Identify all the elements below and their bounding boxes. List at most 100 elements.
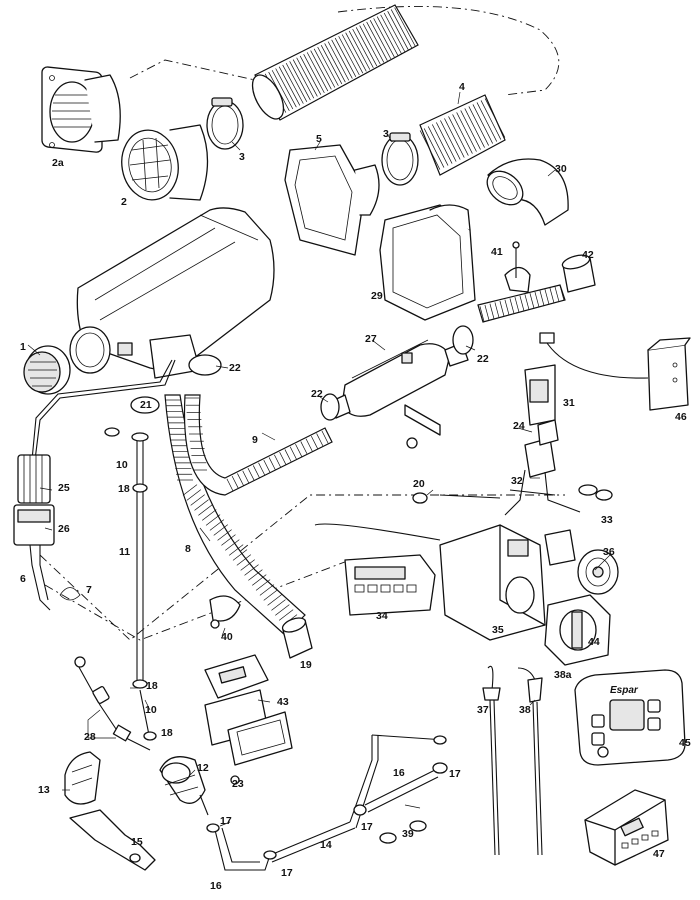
hose-rib — [310, 435, 318, 449]
hose-rib — [213, 524, 229, 536]
hose-rib — [190, 494, 205, 506]
hose-rib — [267, 594, 282, 606]
air-duct-long — [251, 4, 419, 121]
label-47: 47 — [653, 848, 665, 860]
label-42: 42 — [582, 249, 594, 261]
hose-rib — [274, 454, 281, 468]
hose-rib — [348, 30, 371, 70]
label-40: 40 — [221, 631, 233, 643]
hose-rib — [423, 128, 445, 168]
label-46: 46 — [675, 411, 687, 423]
hose-rib — [324, 43, 346, 83]
label-28: 28 — [84, 731, 96, 743]
hose-rib — [306, 52, 329, 92]
label-26: 26 — [58, 523, 70, 535]
hose-rib — [484, 98, 506, 138]
label-21: 21 — [140, 399, 152, 411]
hose-rib — [544, 289, 550, 305]
hose-rib — [317, 46, 339, 86]
combustion-air-hose — [477, 284, 566, 323]
pipe-bracket — [209, 595, 241, 629]
hose-rib — [284, 449, 292, 463]
pipe-clamp — [130, 325, 474, 421]
setpoint-knob — [544, 594, 611, 666]
hose-rib — [464, 108, 485, 148]
hose-rib — [248, 569, 263, 581]
hose-rib — [279, 451, 287, 465]
hose-rib — [519, 295, 525, 312]
label-18: 18 — [118, 483, 130, 495]
hose-rib — [252, 465, 260, 479]
label-3: 3 — [239, 151, 245, 163]
hose-rib — [479, 306, 485, 322]
outlet-grille-square — [41, 66, 121, 153]
grommet — [412, 492, 501, 504]
hose-rib — [484, 304, 490, 321]
label-18-second: 18 — [146, 680, 158, 692]
hose-rib — [456, 112, 477, 152]
hose-rib — [271, 599, 286, 611]
hose-rib — [228, 544, 244, 556]
hose-rib — [259, 584, 275, 596]
label-33: 33 — [601, 514, 613, 526]
wiring-harness — [13, 359, 176, 611]
hose-rib — [299, 55, 322, 95]
hose-rib — [271, 70, 294, 110]
digital-controller: Espar — [574, 669, 686, 766]
fuse-holder — [504, 364, 613, 516]
hose-rib — [263, 589, 279, 601]
hose-rib — [236, 554, 252, 566]
heater-unit — [69, 207, 275, 379]
hose-rib — [509, 298, 515, 314]
hose-rib — [383, 12, 406, 52]
hose-rib — [278, 66, 301, 106]
air-duct-short — [419, 94, 506, 176]
label-23: 23 — [232, 778, 244, 790]
hose-rib — [232, 549, 248, 561]
label-34: 34 — [376, 610, 388, 622]
hose-rib — [300, 441, 308, 455]
label-2a: 2a — [52, 157, 64, 169]
hose-rib — [529, 293, 535, 309]
control-box — [584, 789, 669, 866]
hose-rib — [313, 48, 336, 88]
label-17-fourth: 17 — [449, 768, 461, 780]
hose-rib — [289, 61, 311, 101]
hose-rib — [205, 514, 221, 526]
hose-rib — [341, 34, 364, 74]
label-38: 38 — [519, 704, 531, 716]
label-4: 4 — [459, 81, 465, 93]
hose-rib — [263, 459, 271, 473]
hose-rib — [559, 285, 565, 301]
hose-rib — [499, 300, 505, 317]
label-31: 31 — [563, 397, 575, 409]
label-8: 8 — [185, 543, 191, 555]
hose-rib — [182, 484, 198, 496]
label-25: 25 — [58, 482, 70, 494]
hose-rib — [217, 529, 232, 541]
hose-rib — [242, 470, 250, 484]
hose-rib — [247, 467, 255, 481]
label-39: 39 — [402, 828, 414, 840]
hose-clamp — [206, 97, 244, 150]
control-unit — [314, 523, 546, 641]
hose-rib — [310, 50, 332, 90]
label-10: 10 — [116, 459, 128, 471]
label-12: 12 — [197, 762, 209, 774]
hose-clips — [379, 820, 427, 844]
hose-rib — [251, 574, 267, 586]
hose-rib — [436, 122, 457, 162]
label-29: 29 — [371, 290, 383, 302]
hose-rib — [244, 564, 259, 576]
hose-rib — [316, 433, 324, 447]
hose-clamp — [381, 132, 419, 186]
label-43: 43 — [277, 696, 289, 708]
hose-rib — [369, 20, 392, 60]
hose-rib — [255, 579, 271, 591]
label-35: 35 — [492, 624, 504, 636]
hose-rib — [201, 509, 217, 521]
hose-rib — [285, 62, 308, 102]
hose-rib — [359, 25, 381, 65]
outlet-housing-pipe — [379, 204, 476, 321]
